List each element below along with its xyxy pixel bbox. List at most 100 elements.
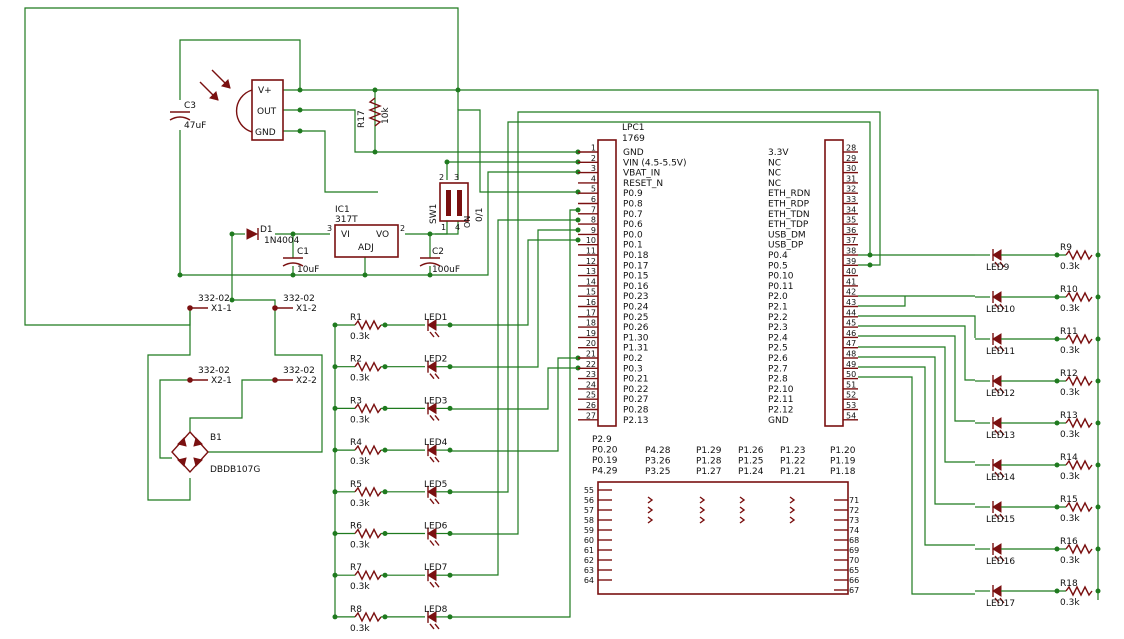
resistor-name: R18 bbox=[1060, 579, 1078, 589]
lpc-pin-label: P0.2 bbox=[623, 354, 643, 364]
header-contact-mark bbox=[739, 496, 746, 504]
led-symbol bbox=[992, 249, 1002, 261]
junction-dot bbox=[447, 531, 453, 536]
led-ray bbox=[429, 498, 435, 505]
resistor-value: 0.3k bbox=[1060, 556, 1080, 566]
sw1-pin-1: 1 bbox=[441, 223, 446, 232]
led-name: LED4 bbox=[424, 438, 448, 448]
led-name: LED15 bbox=[986, 515, 1015, 525]
resistor-value: 0.3k bbox=[350, 582, 370, 592]
resistor-value: 0.3k bbox=[350, 332, 370, 342]
led-ray bbox=[999, 429, 1005, 436]
lpc-pin-number: 42 bbox=[846, 288, 856, 297]
led-ray bbox=[994, 387, 1000, 394]
lpc-pin-label: P2.11 bbox=[768, 395, 793, 405]
lpc-pin-label: P0.22 bbox=[623, 385, 648, 395]
d1-value: 1N4004 bbox=[264, 236, 300, 246]
led-symbol bbox=[992, 333, 1002, 345]
lpc-pin-number: 34 bbox=[846, 205, 856, 214]
lpc-bottom-pin-number: 70 bbox=[849, 556, 859, 565]
lpc-bottom-pin-number: 58 bbox=[584, 516, 594, 525]
sw1-name: SW1 bbox=[429, 204, 439, 224]
led-symbol bbox=[992, 459, 1002, 471]
led-ray bbox=[994, 471, 1000, 478]
header-contact-mark bbox=[789, 506, 796, 514]
lpc-header-label: P1.20 bbox=[830, 446, 856, 456]
resistor-value: 0.3k bbox=[1060, 472, 1080, 482]
lpc-header-label: P1.27 bbox=[696, 467, 721, 477]
lpc-header-label: P1.26 bbox=[738, 446, 764, 456]
junction-dot bbox=[382, 364, 388, 370]
b1-value: DBDB107G bbox=[210, 465, 260, 475]
lpc-pin-number: 12 bbox=[586, 257, 596, 266]
sw1-pin-3: 3 bbox=[454, 173, 459, 182]
lpc-pin-label: P0.25 bbox=[623, 313, 648, 323]
led-name: LED1 bbox=[424, 313, 447, 323]
resistor-name: R10 bbox=[1060, 285, 1078, 295]
led-symbol bbox=[992, 585, 1002, 597]
junction-dot bbox=[1054, 546, 1060, 552]
bridge-rectifier-b1: B1 DBDB107G bbox=[171, 430, 260, 475]
sensor-pin-out: OUT bbox=[257, 107, 277, 117]
lpc-pin-label: P0.8 bbox=[623, 200, 643, 210]
lpc-pin-label: P0.17 bbox=[623, 261, 648, 271]
lpc-pin-number: 11 bbox=[586, 247, 596, 256]
junction-dot bbox=[332, 489, 338, 495]
junction-dot bbox=[332, 405, 338, 411]
led-ray bbox=[429, 540, 435, 546]
junction-dot bbox=[1095, 336, 1101, 342]
lpc-pin-label: NC bbox=[768, 169, 781, 179]
regulator-ic1: IC1 317T VI ADJ VO 3 2 bbox=[327, 205, 405, 258]
lpc-pin-number: 3 bbox=[591, 164, 596, 173]
lpc-bottom-pin-number: 64 bbox=[584, 576, 594, 585]
lpc-pin-number: 41 bbox=[846, 277, 856, 286]
junction-dot bbox=[332, 572, 338, 578]
lpc-bottom-pin-number: 59 bbox=[584, 526, 594, 535]
resistor-value: 0.3k bbox=[350, 541, 370, 551]
lpc-header-label: P1.19 bbox=[830, 457, 856, 467]
lpc-pin-label: VBAT_IN bbox=[623, 169, 660, 179]
led-symbol bbox=[992, 543, 1002, 555]
lpc-header-label: P1.25 bbox=[738, 457, 763, 467]
resistor-name: R1 bbox=[350, 313, 362, 323]
resistor-value: 0.3k bbox=[350, 374, 370, 384]
lpc-pin-label: P0.4 bbox=[768, 251, 788, 261]
c3-value: 47uF bbox=[184, 121, 206, 131]
resistor-value: 0.3k bbox=[1060, 346, 1080, 356]
wiring bbox=[24, 7, 1099, 618]
left-led-array: R10.3kLED1R20.3kLED2R30.3kLED3R40.3kLED4… bbox=[332, 313, 453, 634]
lpc-pin-number: 48 bbox=[846, 350, 856, 359]
sw1-on-label: ON bbox=[463, 216, 472, 228]
lpc-pin-label: P2.0 bbox=[768, 292, 788, 302]
junction-dot bbox=[382, 489, 388, 495]
resistor-name: R12 bbox=[1060, 369, 1078, 379]
lpc-bottom-pin-number: 73 bbox=[849, 516, 859, 525]
lpc-pin-number: 44 bbox=[846, 308, 856, 317]
lpc-pin-label: P0.10 bbox=[768, 272, 794, 282]
lpc-pin-number: 37 bbox=[846, 236, 856, 245]
lpc-pin-number: 13 bbox=[586, 267, 596, 276]
lpc-pin-number: 50 bbox=[846, 370, 856, 379]
led-ray bbox=[429, 623, 435, 630]
led-name: LED5 bbox=[424, 480, 447, 490]
lpc-pin-label: P2.1 bbox=[768, 303, 788, 313]
header-contact-mark bbox=[699, 516, 706, 524]
b1-name: B1 bbox=[210, 433, 222, 443]
junction-dot bbox=[332, 364, 338, 370]
led-ray bbox=[999, 387, 1005, 394]
lpc-pin-label: 3.3V bbox=[768, 148, 789, 158]
resistor-name: R16 bbox=[1060, 537, 1078, 547]
led-ray bbox=[434, 498, 440, 505]
junction-dot bbox=[447, 614, 453, 620]
lpc-pin-number: 21 bbox=[586, 350, 596, 359]
lpc-name: LPC1 bbox=[622, 123, 644, 133]
lpc-pin-number: 17 bbox=[586, 308, 596, 317]
lpc-pin-number: 23 bbox=[586, 370, 596, 379]
junction-dot bbox=[382, 322, 388, 328]
junction-dot bbox=[382, 447, 388, 453]
resistor-value: 0.3k bbox=[1060, 262, 1080, 272]
led-ray bbox=[434, 540, 440, 546]
lpc-pin-number: 45 bbox=[846, 319, 856, 328]
